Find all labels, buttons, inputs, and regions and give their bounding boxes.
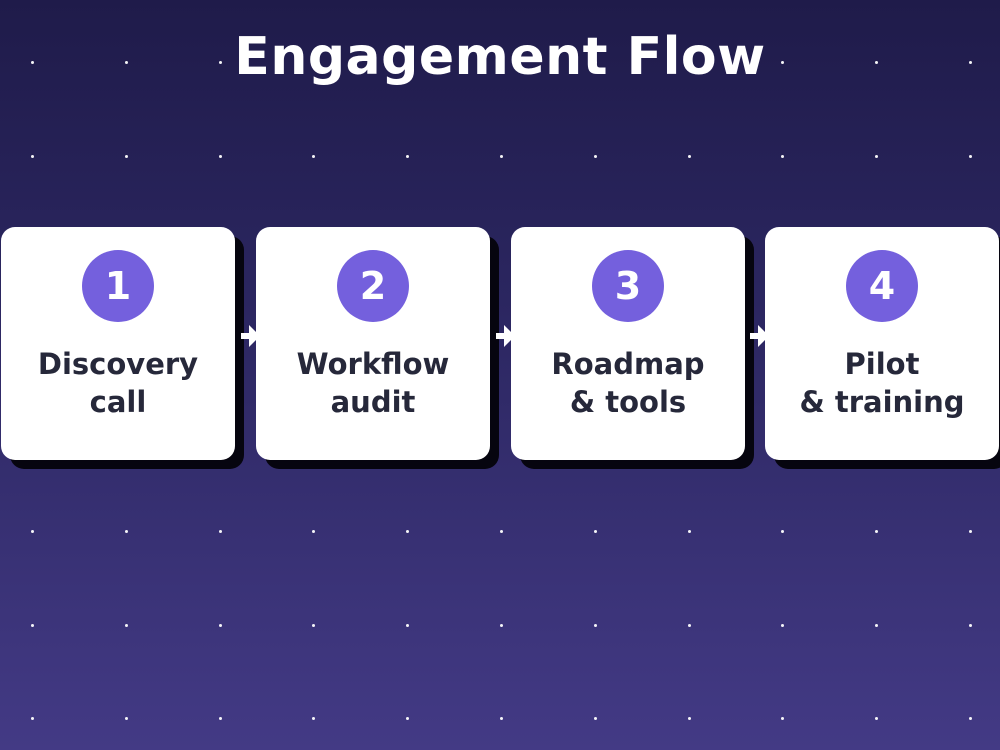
step-label-line-2: & tools (569, 385, 687, 419)
grid-dot (875, 717, 878, 720)
step-label-line-1: Discovery (37, 347, 199, 381)
step-label: Pilot & training (765, 345, 999, 421)
grid-dot (500, 624, 503, 627)
step-card-4: 4 Pilot & training (765, 227, 999, 460)
grid-dot (969, 624, 972, 627)
grid-dot (969, 717, 972, 720)
grid-dot (500, 530, 503, 533)
step-label: Roadmap & tools (511, 345, 745, 421)
grid-dot (875, 530, 878, 533)
arrow-right-icon (496, 325, 515, 347)
grid-dot (688, 530, 691, 533)
grid-dot (406, 155, 409, 158)
grid-dot (500, 155, 503, 158)
step-card-1: 1 Discovery call (1, 227, 235, 460)
grid-dot (688, 717, 691, 720)
step-number-badge: 3 (592, 250, 664, 322)
grid-dot (312, 61, 315, 64)
grid-dot (31, 717, 34, 720)
grid-dot (125, 717, 128, 720)
grid-dot (594, 61, 597, 64)
grid-dot (312, 530, 315, 533)
grid-dot (969, 155, 972, 158)
grid-dot (594, 624, 597, 627)
step-label-line-2: & training (799, 385, 965, 419)
grid-dot (406, 530, 409, 533)
arrow-right-icon (241, 325, 260, 347)
grid-dot (31, 61, 34, 64)
grid-dot (688, 155, 691, 158)
grid-dot (312, 624, 315, 627)
grid-dot (125, 624, 128, 627)
grid-dot (500, 717, 503, 720)
grid-dot (875, 624, 878, 627)
grid-dot (219, 530, 222, 533)
grid-dot (781, 624, 784, 627)
arrow-right-icon (750, 325, 769, 347)
step-number-badge: 1 (82, 250, 154, 322)
grid-dot (312, 717, 315, 720)
grid-dot (219, 155, 222, 158)
grid-dot (406, 624, 409, 627)
grid-dot (125, 61, 128, 64)
step-label-line-1: Roadmap (551, 347, 705, 381)
grid-dot (594, 717, 597, 720)
grid-dot (219, 717, 222, 720)
grid-dot (594, 155, 597, 158)
grid-dot (500, 61, 503, 64)
step-label: Discovery call (1, 345, 235, 421)
grid-dot (875, 61, 878, 64)
grid-dot (31, 624, 34, 627)
grid-dot (875, 155, 878, 158)
page-title: Engagement Flow (234, 27, 766, 87)
grid-dot (594, 530, 597, 533)
step-card-3: 3 Roadmap & tools (511, 227, 745, 460)
grid-dot (125, 155, 128, 158)
grid-dot (969, 530, 972, 533)
step-label-line-2: call (89, 385, 147, 419)
step-card-2: 2 Workflow audit (256, 227, 490, 460)
grid-dot (969, 61, 972, 64)
step-label-line-1: Workflow (296, 347, 450, 381)
step-number-badge: 2 (337, 250, 409, 322)
grid-dot (406, 717, 409, 720)
grid-dot (406, 61, 409, 64)
step-number-badge: 4 (846, 250, 918, 322)
grid-dot (781, 717, 784, 720)
step-label: Workflow audit (256, 345, 490, 421)
grid-dot (688, 624, 691, 627)
step-label-line-1: Pilot (844, 347, 920, 381)
grid-dot (781, 530, 784, 533)
grid-dot (31, 155, 34, 158)
grid-dot (31, 530, 34, 533)
grid-dot (781, 61, 784, 64)
grid-dot (781, 155, 784, 158)
grid-dot (688, 61, 691, 64)
grid-dot (125, 530, 128, 533)
grid-dot (219, 624, 222, 627)
grid-dot (219, 61, 222, 64)
step-label-line-2: audit (330, 385, 416, 419)
grid-dot (312, 155, 315, 158)
